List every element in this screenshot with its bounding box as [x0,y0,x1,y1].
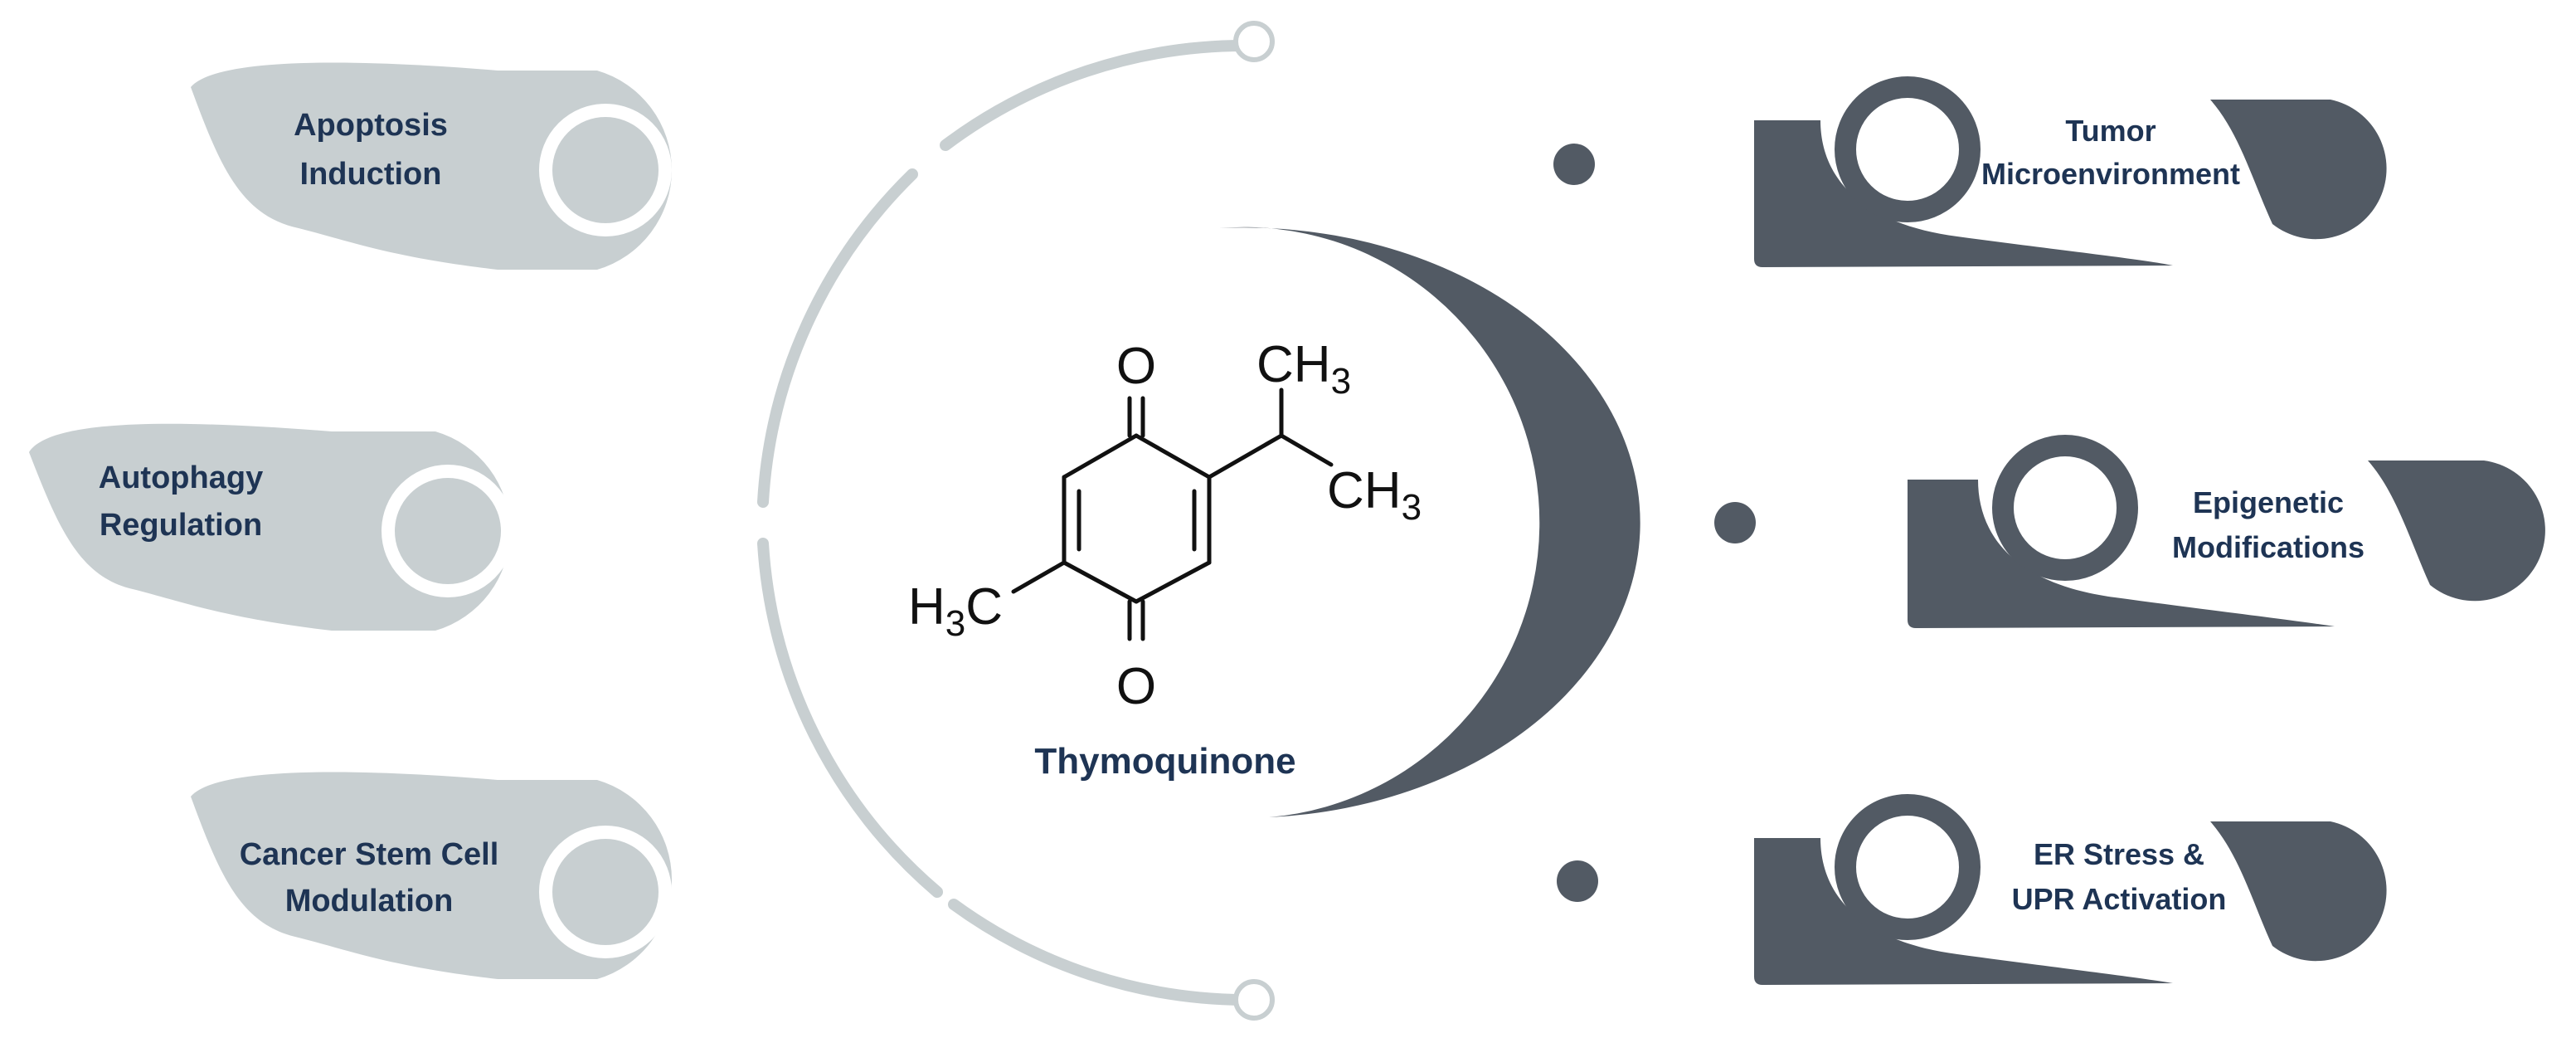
left-outer-arc [757,40,1250,1006]
bond-ring-isopropyl [1207,433,1284,480]
left-card-label-line1: Autophagy [99,461,263,495]
right-card-ring [1992,435,2138,581]
right-card-ring [1835,76,1981,222]
thymoquinone-atom-labels: O O CH3 CH3 H3C [908,336,1422,715]
right-card-drop [2210,821,2387,962]
right-card-label-line1: ER Stress & [2034,837,2204,871]
left-card-ring [539,104,672,236]
compound-name: Thymoquinone [1034,741,1295,782]
right-bullet-dot-2 [1714,502,1756,543]
left-card-label-line1: Apoptosis [294,108,448,143]
atom-h3c-left: H3C [908,578,1003,644]
right-card-label-line1: Epigenetic [2193,485,2344,519]
bond-c6-c1 [1062,433,1139,480]
left-card-shape [29,423,510,631]
arc-end-node-top [1233,21,1275,62]
right-card-label-line1: Tumor [2065,114,2156,148]
atom-oxygen-bottom: O [1116,658,1156,715]
atom-ch3-top: CH3 [1256,336,1351,402]
right-card-label-line2: Modifications [2172,530,2365,564]
left-card-apoptosis: Apoptosis Induction [191,62,673,270]
right-card-tumor: Tumor Microenvironment [1754,76,2387,267]
bond-c1-c2 [1134,433,1212,480]
left-arc-upper-segment [757,168,918,508]
bond-c3-c4 [1134,560,1212,604]
left-card-cancer-stem-cell: Cancer Stem Cell Modulation [191,772,673,979]
atom-ch3-right: CH3 [1327,462,1422,528]
left-card-label-line1: Cancer Stem Cell [240,837,499,872]
right-card-label-line2: Microenvironment [1981,157,2240,191]
right-card-epigenetic: Epigenetic Modifications [1908,435,2545,628]
left-card-label-line2: Induction [300,157,442,192]
thymoquinone-structure [1011,387,1334,641]
left-arc-top-segment [940,40,1250,151]
inner-crescent [1219,227,1640,818]
right-bullet-dot-3 [1557,860,1598,902]
left-arc-bottom-segment [948,899,1250,1006]
right-card-base [1908,480,2335,628]
right-card-drop [2368,461,2545,602]
left-card-autophagy: Autophagy Regulation [29,423,514,631]
bond-c4-c5 [1062,560,1139,604]
right-card-drop [2210,100,2387,240]
left-card-ring [539,826,672,958]
bond-ring-methyl [1011,560,1067,594]
right-card-ring [1835,794,1981,940]
right-card-base [1754,120,2173,267]
left-card-shape [191,62,673,270]
left-card-ring [382,465,514,597]
bond-isopropyl-ch3-right [1279,433,1334,467]
right-card-base [1754,838,2173,985]
arc-end-node-bottom [1233,979,1275,1021]
right-card-er-stress: ER Stress & UPR Activation [1754,794,2387,985]
left-arc-lower-segment [757,538,943,898]
atom-oxygen-top: O [1116,338,1156,395]
left-card-label-line2: Regulation [100,508,262,543]
right-bullet-dot-1 [1553,144,1595,185]
left-card-label-line2: Modulation [285,884,454,919]
right-card-label-line2: UPR Activation [2012,882,2227,916]
